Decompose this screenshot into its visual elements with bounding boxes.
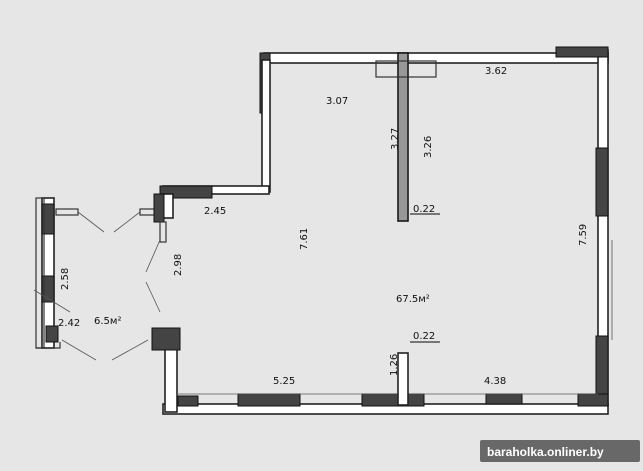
central-partition — [375, 52, 440, 406]
main-room-area: 67.5м² — [396, 294, 430, 305]
dim-3-07: 3.07 — [326, 96, 348, 107]
dim-1-26: 1.26 — [389, 354, 400, 376]
balcony-walls — [33, 193, 167, 361]
dim-3-26: 3.26 — [423, 136, 434, 158]
dim-3-27: 3.27 — [390, 128, 401, 150]
dim-2-58: 2.58 — [60, 268, 71, 290]
dim-0-22-top: 0.22 — [413, 204, 435, 215]
balcony-area: 6.5м² — [94, 316, 121, 327]
dim-2-98: 2.98 — [173, 254, 184, 276]
dim-2-42: 2.42 — [58, 318, 80, 329]
dim-7-61: 7.61 — [299, 228, 310, 250]
dim-2-45: 2.45 — [204, 206, 226, 217]
dim-0-22-bottom: 0.22 — [413, 331, 435, 342]
watermark: baraholka.onliner.by — [480, 440, 640, 462]
dim-4-38: 4.38 — [484, 376, 506, 387]
dim-3-62: 3.62 — [485, 66, 507, 77]
main-room-walls — [151, 46, 609, 415]
dimension-labels: 3.07 3.62 3.27 3.26 0.22 2.45 7.61 7.59 … — [58, 66, 589, 387]
watermark-text: baraholka.onliner.by — [487, 445, 604, 459]
dim-7-59: 7.59 — [578, 224, 589, 246]
dim-5-25: 5.25 — [273, 376, 295, 387]
